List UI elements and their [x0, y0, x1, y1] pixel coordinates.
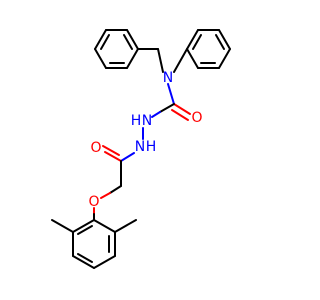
atom-nh-upper: N	[142, 113, 152, 129]
bond	[94, 29, 107, 50]
atom-o-ether: O	[88, 194, 99, 210]
bond	[93, 219, 116, 233]
bond	[102, 145, 120, 156]
phenyl-ring-left	[94, 29, 139, 69]
bond	[173, 48, 188, 73]
bond	[120, 152, 135, 162]
bond	[218, 29, 231, 50]
bond	[123, 34, 133, 50]
methyl-bond	[51, 219, 74, 233]
bond	[171, 109, 189, 121]
atom-nh-upper-h: H	[131, 113, 142, 129]
atom-n-amide: N	[163, 70, 173, 86]
bond	[94, 48, 107, 69]
molecule-structure: N O N H N H O O	[51, 29, 231, 269]
bond	[104, 151, 122, 162]
bond	[93, 255, 116, 269]
bond	[186, 29, 199, 50]
atom-o-carbonyl-lower: O	[90, 140, 101, 156]
bond	[100, 34, 110, 50]
bond	[167, 83, 175, 105]
bond	[77, 225, 93, 235]
bond	[157, 48, 164, 73]
bond	[126, 29, 139, 50]
phenyl-ring-right	[186, 29, 231, 69]
bond	[100, 192, 111, 199]
methyl-bond	[114, 219, 137, 233]
molecule-canvas: N O N H N H O O	[51, 29, 231, 269]
bond	[159, 103, 175, 113]
bond	[151, 111, 161, 118]
atom-nh-lower-h: H	[146, 139, 157, 155]
dimethylphenyl-ring	[51, 219, 137, 269]
atom-o-carbonyl-upper: O	[191, 110, 202, 126]
bond	[218, 48, 231, 69]
bond	[173, 103, 191, 115]
atom-nh-lower: N	[135, 139, 145, 155]
bond	[77, 253, 93, 263]
bond	[72, 219, 95, 233]
bond	[215, 34, 225, 50]
bond	[126, 48, 139, 69]
bond	[109, 185, 122, 194]
bond	[186, 48, 199, 69]
bond	[192, 34, 202, 50]
bond	[72, 255, 95, 269]
